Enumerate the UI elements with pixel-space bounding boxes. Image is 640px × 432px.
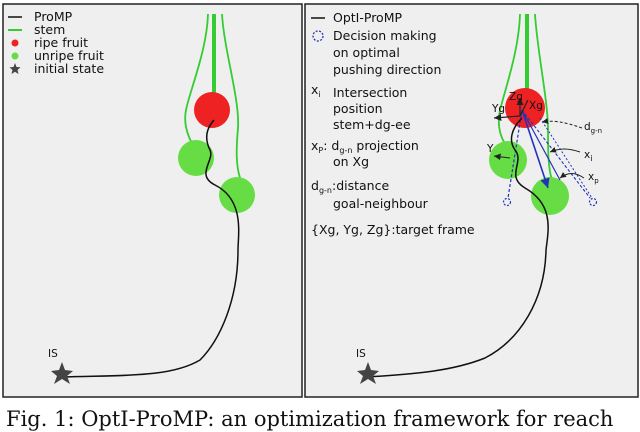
decision-circle-right [588,197,598,207]
annotation-xi-main: x [584,149,590,161]
ripe-fruit [194,92,230,128]
stem-left-right [497,13,521,149]
blue-arrow-right [521,109,591,199]
xi-leader [549,146,581,153]
legend-dgn-text: :distance [332,178,389,193]
annotation-xp: xp [588,171,599,185]
unripe-fruit-right-1 [489,141,527,179]
legend-opti-promp-label: OptI-ProMP [333,10,402,25]
frame2-axis-y [493,153,511,161]
unripe-fruit-1 [178,140,214,176]
annotation-xi: xi [584,149,592,163]
legend-initial-state-label: initial state [34,61,104,76]
legend-star-swatch [9,63,21,74]
stem-left [184,13,209,151]
legend-xi-line1: Intersection [333,85,407,100]
frame-axis-x [519,99,529,117]
ripe-fruit-right [505,88,545,128]
annotation-dgn-main: d [584,121,591,133]
annotation-dgn: dg-n [584,121,602,135]
annotation-xp-main: x [588,171,594,183]
annotation-xi-sub: i [590,154,592,163]
legend-decision-swatch [312,30,324,42]
right-panel: IS Zg Yg Xg Y dg-n xi xp OptI-ProMP Deci… [304,3,639,398]
legend-dgn-line2: goal-neighbour [333,196,429,211]
legend-xp-symbol: x [311,138,318,153]
legend-xp-line1: xP: dg-n projection [311,138,419,155]
is-label: IS [48,348,58,360]
legend-xp-a: : d [323,138,339,153]
blue-arrow-mid [521,109,550,189]
right-legend: OptI-ProMP Decision making on optimal pu… [311,10,475,237]
legend-xp-dsub: g-n [339,146,352,155]
annotation-y: Y [486,143,494,155]
legend-decision-line1: Decision making [333,28,437,43]
initial-state-star-right [357,362,379,384]
figure-caption: Fig. 1: OptI-ProMP: an optimization fram… [6,407,614,431]
is-label-right: IS [356,348,366,360]
legend-frame: {Xg, Yg, Zg}:target frame [311,222,475,237]
legend-xi-main: x [311,82,318,97]
legend-xp-sub: P [318,146,323,155]
legend-decision-line2: on optimal [333,45,400,60]
annotation-zg: Zg [509,91,523,103]
left-panel: IS ProMP stem ripe fruit unripe fruit in… [2,3,303,398]
legend-xp-b: projection [352,138,418,153]
legend-xi-line3: stem+dg-ee [333,117,411,132]
blue-arrow-mid2 [521,109,561,181]
stem-right [221,13,241,179]
right-panel-background [304,3,639,398]
legend-xi-line2: position [333,101,383,116]
annotation-dgn-sub: g-n [591,127,602,135]
legend-ripe-label: ripe fruit [34,35,88,50]
initial-state-star [51,362,73,384]
stem-right-right [534,13,553,181]
annotation-xp-sub: p [594,177,599,185]
legend-xi-symbol: xi [311,82,321,99]
unripe-fruit-2 [219,177,255,213]
left-legend: ProMP stem ripe fruit unripe fruit initi… [8,9,104,76]
promp-trajectory [61,119,240,378]
opti-promp-trajectory [367,117,549,378]
annotation-xg: Xg [529,100,543,112]
legend-dgn-symbol: d [311,178,319,193]
legend-ripe-swatch [11,39,19,47]
legend-unripe-label: unripe fruit [34,48,104,63]
decision-circle-left [502,197,512,207]
legend-stem-label: stem [34,22,65,37]
legend-xp-line2: on Xg [333,154,369,169]
legend-promp-label: ProMP [34,9,73,24]
frame-axis-y [493,113,521,122]
legend-dgn-sub: g-n [319,186,332,195]
xp-leader [559,172,585,179]
legend-unripe-swatch [11,52,19,60]
legend-xi-sub: i [318,90,320,99]
annotation-yg: Yg [491,103,505,115]
legend-dgn-line1: dg-n:distance [311,178,389,195]
legend-decision-line3: pushing direction [333,62,441,77]
